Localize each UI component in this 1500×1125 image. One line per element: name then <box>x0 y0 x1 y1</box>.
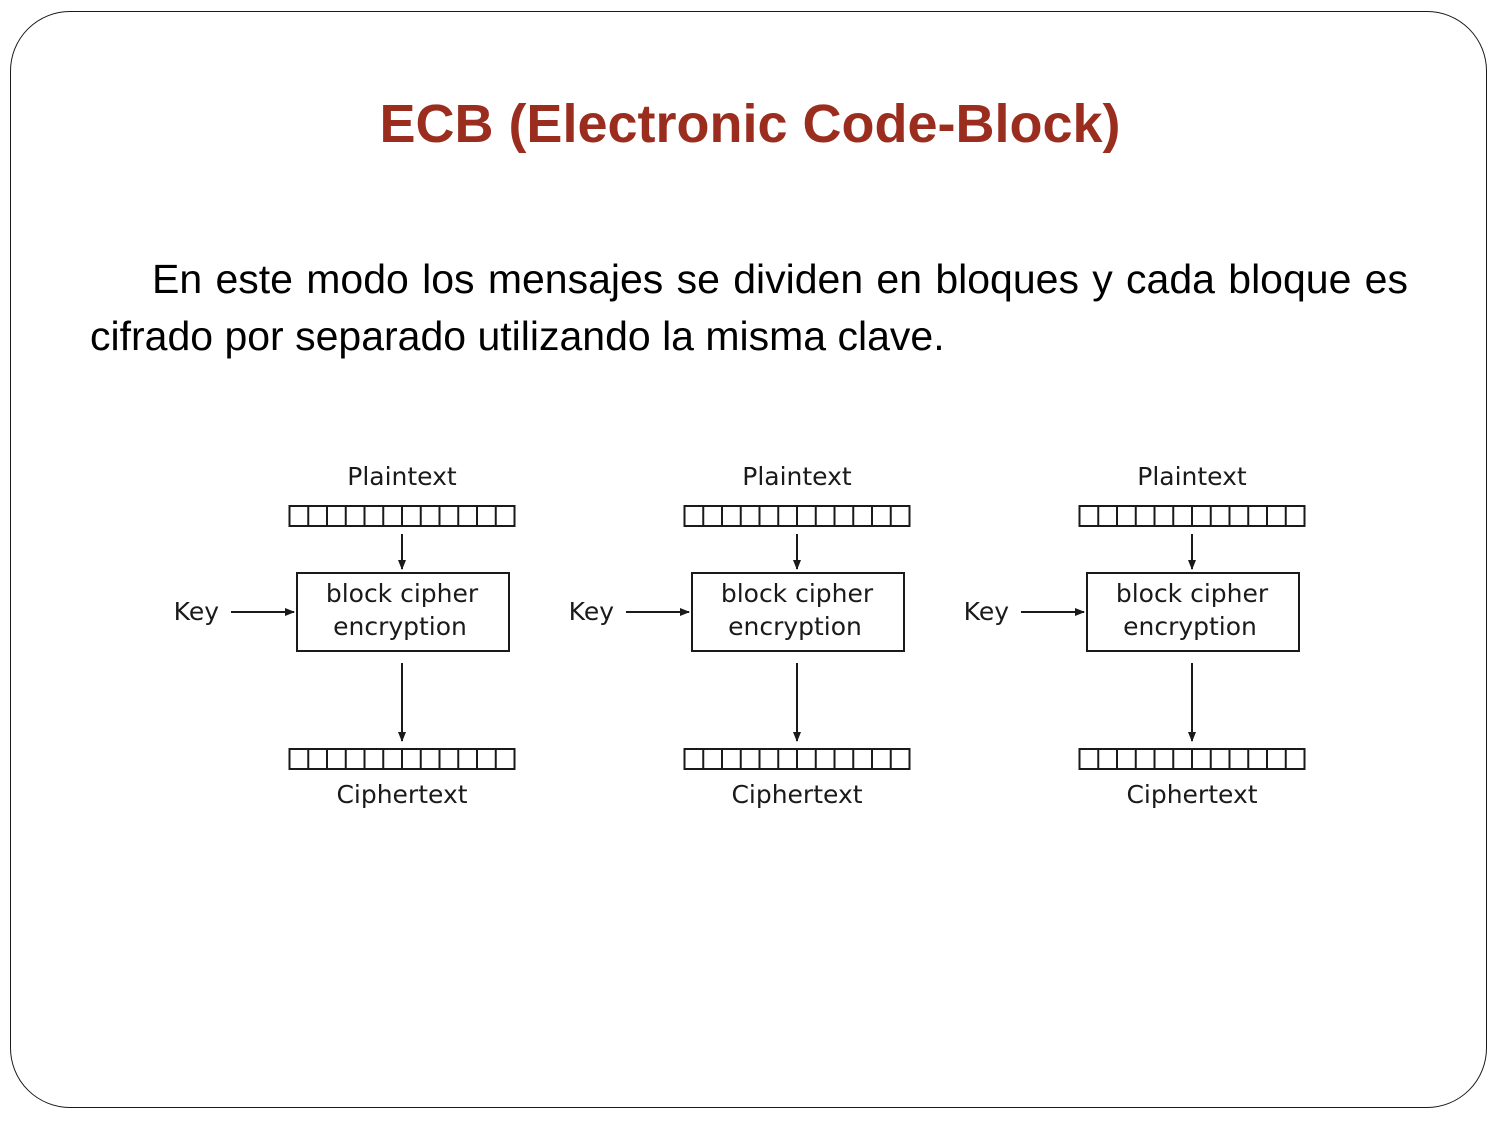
key-label: Key <box>174 597 220 626</box>
block-cipher-label: block cipher <box>1116 579 1269 608</box>
plaintext-label: Plaintext <box>742 462 852 491</box>
encryption-label: encryption <box>333 612 467 641</box>
block-cipher-box <box>1086 572 1300 652</box>
ecb-unit-2: Plaintext block cipher encryption KeyCipher… <box>569 462 911 809</box>
encryption-label: encryption <box>1123 612 1257 641</box>
ciphertext-label: Ciphertext <box>336 780 467 809</box>
slide-frame <box>10 11 1487 1108</box>
plaintext-block <box>1078 505 1306 527</box>
key-label: Key <box>964 597 1010 626</box>
key-label: Key <box>569 597 615 626</box>
slide-paragraph: En este modo los mensajes se dividen en … <box>90 256 1408 359</box>
ciphertext-block <box>288 748 516 770</box>
slide-title: ECB (Electronic Code-Block) <box>379 94 1121 154</box>
block-cipher-box <box>296 572 510 652</box>
ciphertext-label: Ciphertext <box>731 780 862 809</box>
block-cipher-box <box>691 572 905 652</box>
block-cipher-label: block cipher <box>326 579 479 608</box>
ciphertext-label: Ciphertext <box>1126 780 1257 809</box>
ciphertext-block <box>683 748 911 770</box>
plaintext-label: Plaintext <box>1137 462 1247 491</box>
block-cipher-label: block cipher <box>721 579 874 608</box>
plaintext-block <box>288 505 516 527</box>
ciphertext-block <box>1078 748 1306 770</box>
plaintext-label: Plaintext <box>347 462 457 491</box>
plaintext-block <box>683 505 911 527</box>
ecb-unit-3: Plaintext block cipher encryption KeyCipher… <box>964 462 1306 809</box>
ecb-unit-1: Plaintext block cipher encryption KeyCipher… <box>174 462 516 809</box>
encryption-label: encryption <box>728 612 862 641</box>
